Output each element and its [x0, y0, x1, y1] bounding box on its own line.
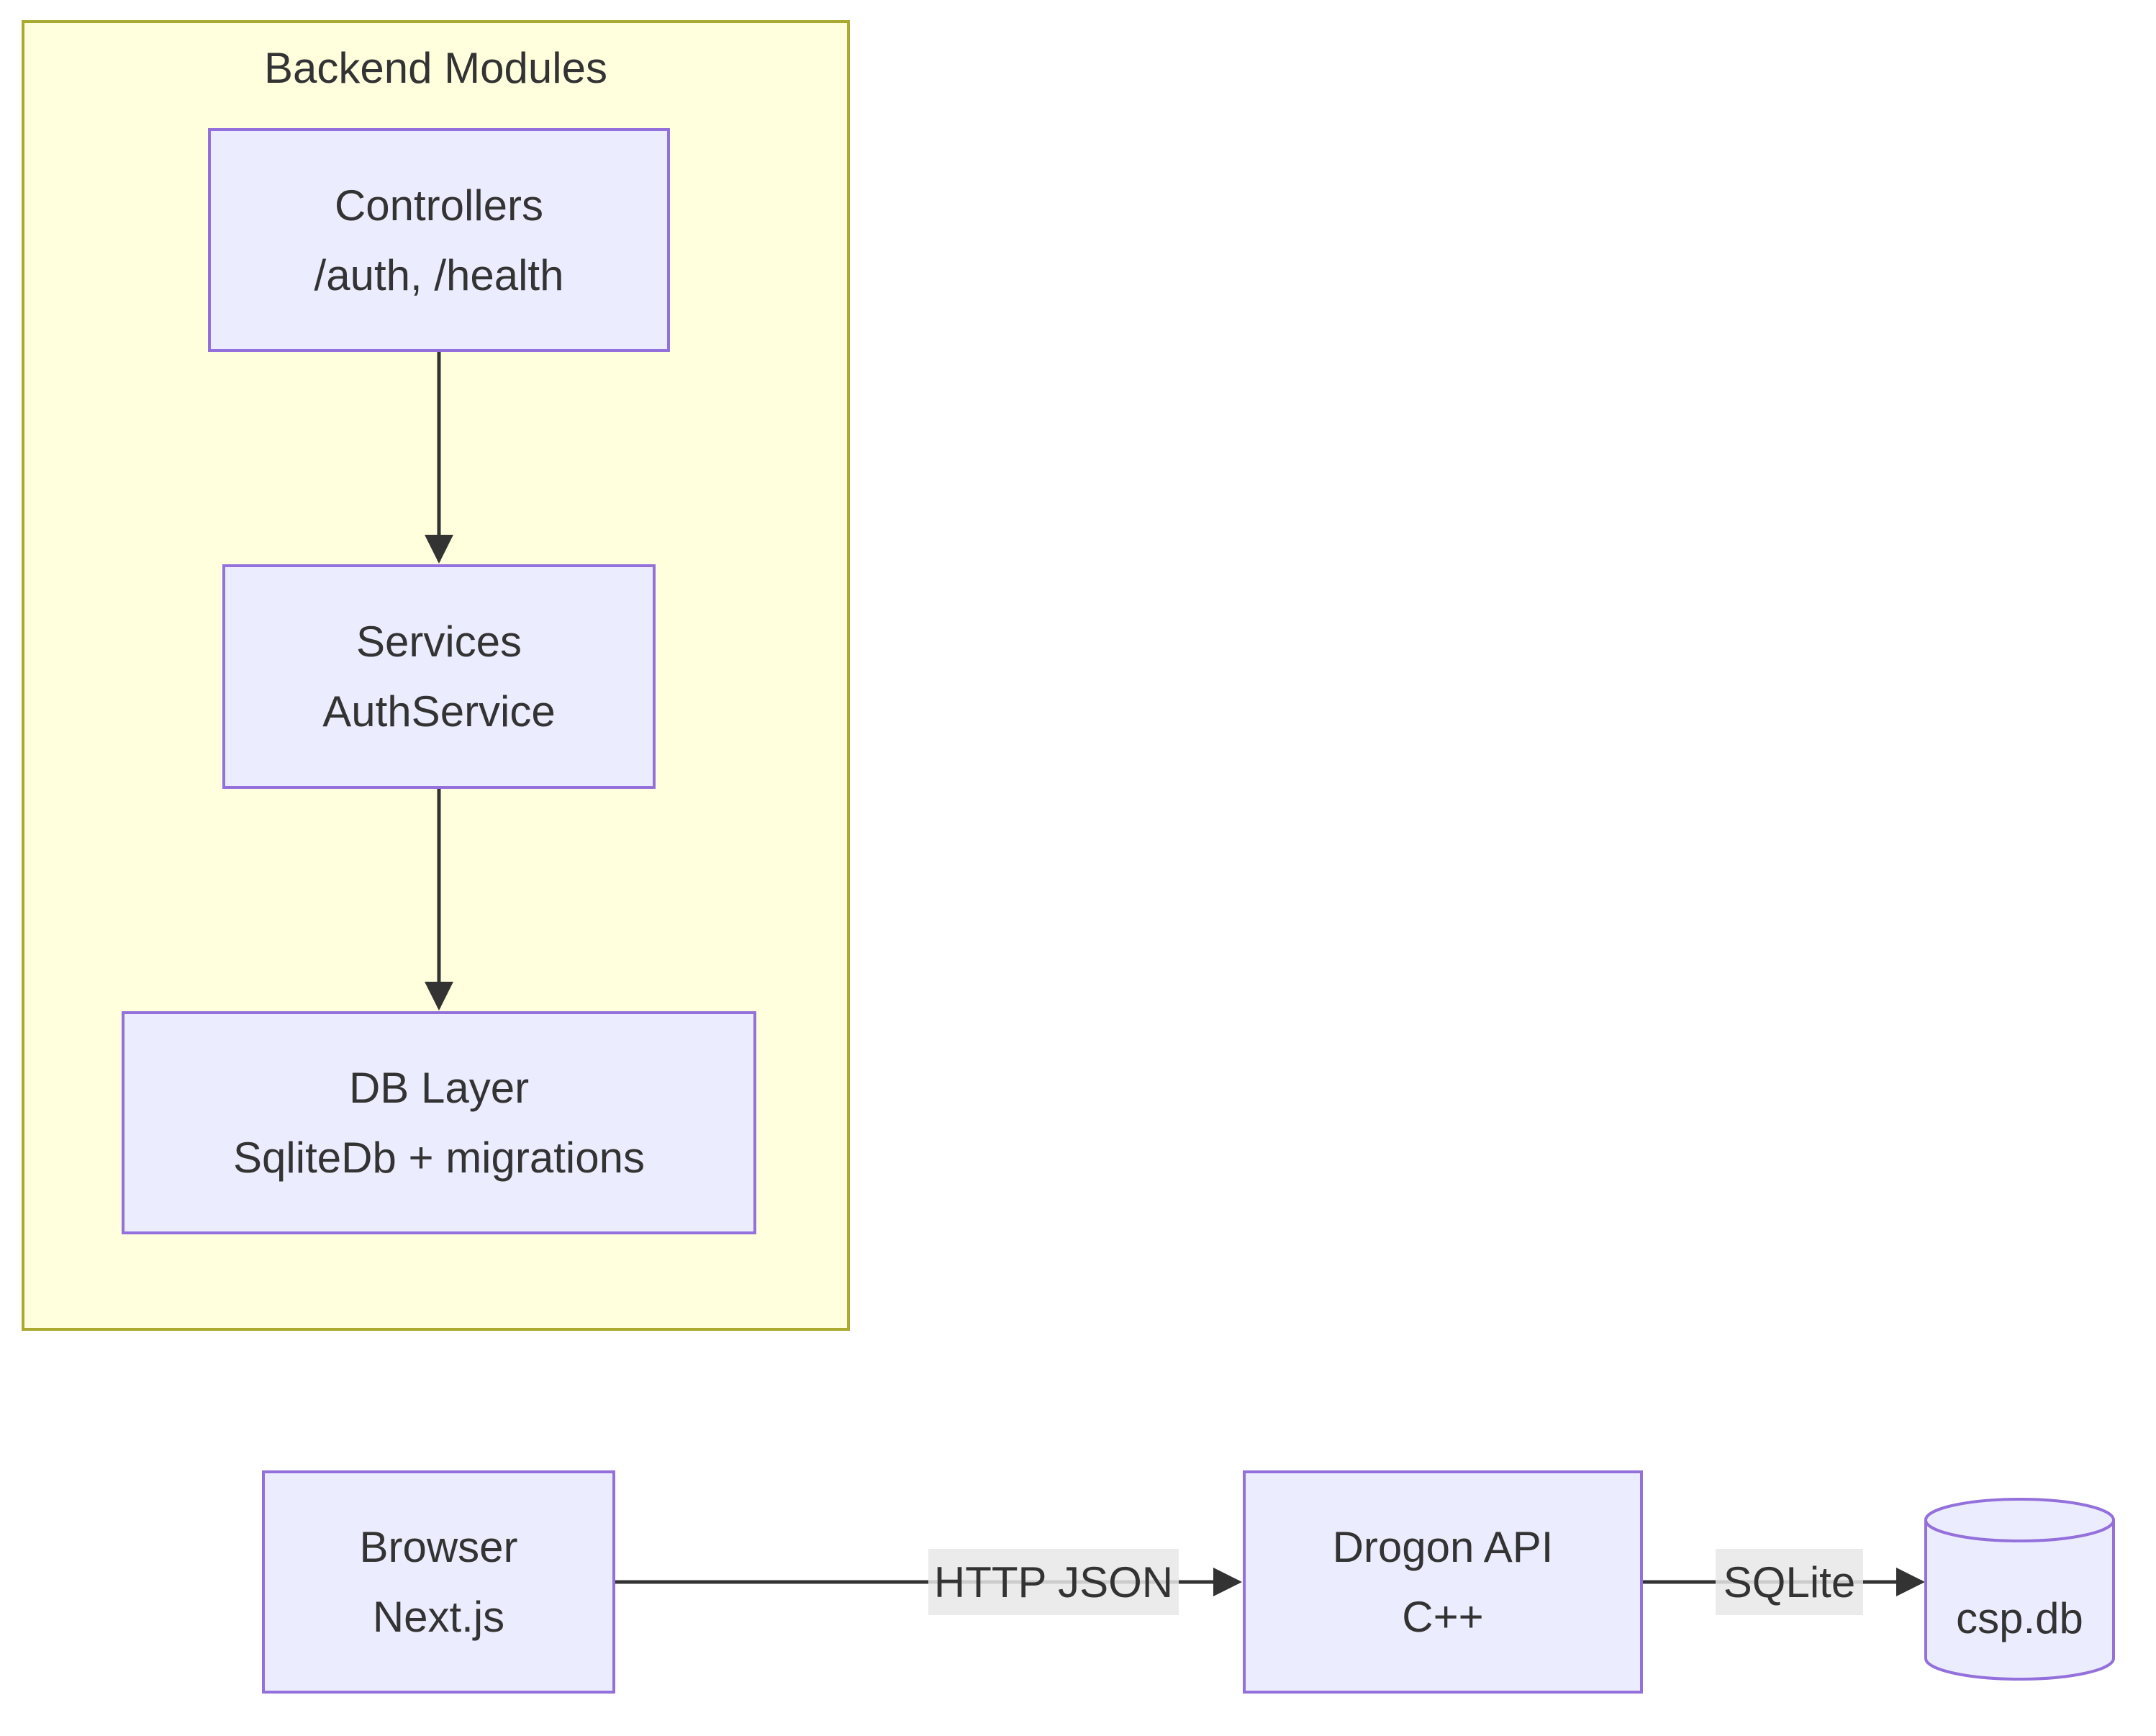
node-browser: Browser Next.js: [262, 1470, 615, 1694]
edge-label-http-json: HTTP JSON: [928, 1549, 1179, 1615]
node-db-layer-line1: DB Layer: [348, 1064, 530, 1112]
cluster-title: Backend Modules: [264, 44, 607, 92]
node-cspdb-label: csp.db: [1956, 1593, 2083, 1642]
node-controllers-line2: /auth, /health: [314, 250, 564, 299]
node-browser-line2: Next.js: [372, 1593, 505, 1641]
node-services-line2: AuthService: [322, 687, 556, 736]
node-services: Services AuthService: [222, 564, 656, 789]
node-db-layer: DB Layer SqliteDb + migrations: [122, 1011, 756, 1234]
node-services-line1: Services: [355, 618, 522, 666]
node-drogon-api-line2: C++: [1402, 1593, 1484, 1641]
node-drogon-api-line1: Drogon API: [1332, 1523, 1554, 1571]
node-controllers-line1: Controllers: [334, 181, 544, 230]
node-browser-line1: Browser: [359, 1523, 518, 1571]
node-controllers: Controllers /auth, /health: [208, 128, 670, 352]
node-drogon-api: Drogon API C++: [1243, 1470, 1643, 1694]
node-db-layer-line2: SqliteDb + migrations: [233, 1134, 645, 1182]
edge-label-sqlite: SQLite: [1716, 1549, 1863, 1615]
